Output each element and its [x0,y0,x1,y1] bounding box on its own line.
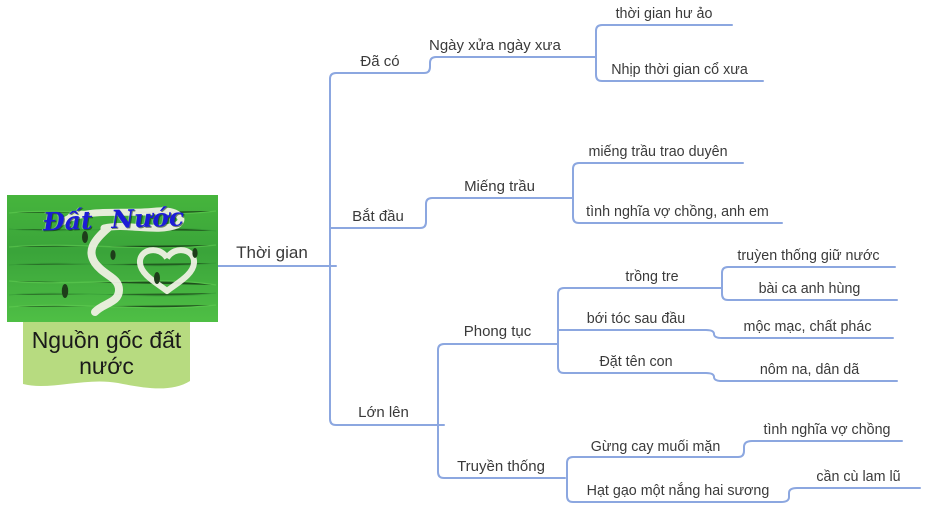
node-mieng-trau-trao-duyen: miếng trầu trao duyên [588,144,728,160]
node-bat-dau: Bắt đầu [352,208,404,225]
node-tinh-nghia-vo-chong-anh-em: tình nghĩa vợ chồng, anh em [586,204,769,220]
node-mieng-trau: Miếng trầu [464,178,535,195]
connector-truyen-thong-children [566,456,921,503]
heart-shape [137,247,197,294]
label-wave-shape [23,318,190,389]
dat-nuoc-image: Đất Nước [7,195,218,322]
root-node: Nguồn gốc đất nước [23,318,190,398]
connector-gung-cay-tinh-nghia [735,440,903,458]
vietnam-map-trail [58,207,185,316]
node-tinh-nghia-vo-chong: tình nghĩa vợ chồng [763,422,891,438]
root-label: Nguồn gốc đất nước [31,327,182,379]
connector-lon-len-children [437,343,566,479]
node-can-cu-lam-lu: cần cù lam lũ [816,469,901,485]
node-truyen-thong: Truyền thống [457,458,545,475]
node-boi-toc-sau-dau: bới tóc sau đầu [586,311,686,327]
connector-trunk-da-co-ngay-xua-lon-len [329,56,597,426]
node-dat-ten-con: Đặt tên con [599,354,673,370]
node-gung-cay-muoi-man: Gừng cay muối mặn [590,439,721,455]
node-ngay-xua-ngay-xua: Ngày xửa ngày xưa [429,37,561,54]
node-phong-tuc: Phong tục [463,323,532,340]
connector-trong-tre-children [721,266,898,301]
node-trong-tre: trồng tre [625,269,679,285]
node-nhip-thoi-gian-co-xua: Nhịp thời gian cổ xưa [611,62,748,78]
grass-background [7,195,218,322]
node-hat-gao-mot-nang-hai-suong: Hạt gạo một nắng hai sương [586,483,770,499]
connector-phong-tuc-children [557,287,898,382]
node-nom-na-dan-da: nôm na, dân dã [759,362,860,378]
connector-bat-dau-mieng-trau [329,197,574,229]
node-bai-ca-anh-hung: bài ca anh hùng [758,281,861,297]
people-figures [61,231,198,298]
node-truyen-thong-giu-nuoc: truỳen thống giữ nước [737,248,880,264]
node-da-co: Đã có [360,53,400,70]
node-thoi-gian-hu-ao: thời gian hư ảo [615,6,713,22]
connector-mieng-trau-children [572,162,783,224]
connector-boi-toc-moc-mac [557,329,894,339]
node-thoi-gian: Thời gian [236,243,308,262]
connector-ngay-xua-children [595,24,764,82]
node-moc-mac-chat-phac: mộc mạc, chất phác [743,319,872,335]
node-lon-len: Lớn lên [358,404,409,421]
